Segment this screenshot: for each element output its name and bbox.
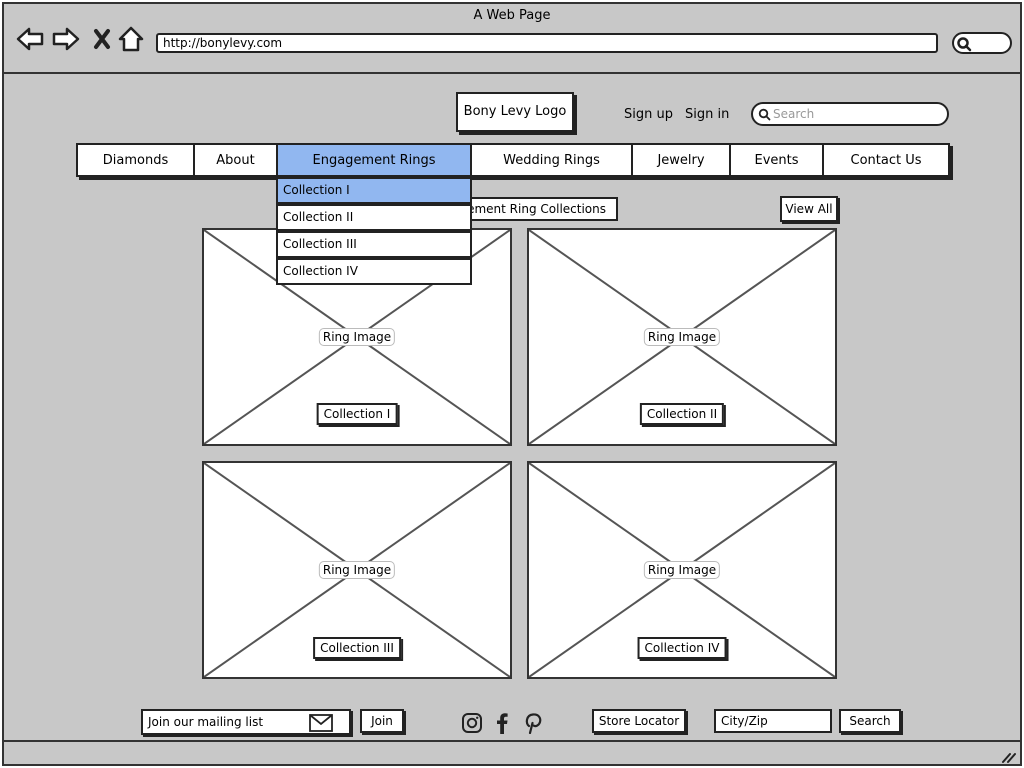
dropdown-item-collection-ii[interactable]: Collection II: [276, 204, 472, 231]
city-zip-input[interactable]: City/Zip: [714, 709, 832, 733]
site-search[interactable]: [751, 102, 949, 126]
join-button[interactable]: Join: [360, 709, 404, 733]
mailing-list-field[interactable]: Join our mailing list: [141, 709, 351, 735]
resize-grip-icon[interactable]: [1000, 750, 1016, 764]
collection-card[interactable]: Ring Image Collection II: [527, 228, 837, 446]
dropdown-item-collection-iii[interactable]: Collection III: [276, 231, 472, 258]
image-label: Ring Image: [318, 561, 396, 579]
image-label: Ring Image: [643, 561, 721, 579]
nav-diamonds[interactable]: Diamonds: [78, 145, 195, 175]
nav-about[interactable]: About: [195, 145, 278, 175]
search-icon: [957, 37, 972, 52]
sign-up-link[interactable]: Sign up: [624, 107, 673, 122]
window-title: A Web Page: [473, 8, 551, 23]
sign-in-link[interactable]: Sign in: [685, 107, 730, 122]
envelope-icon: [309, 714, 333, 732]
view-all-button[interactable]: View All: [780, 196, 838, 222]
search-input[interactable]: [773, 106, 943, 122]
collection-iii-button[interactable]: Collection III: [313, 637, 401, 659]
pinterest-icon[interactable]: [523, 712, 543, 734]
collection-i-button[interactable]: Collection I: [316, 403, 398, 425]
image-label: Ring Image: [318, 328, 396, 346]
instagram-icon[interactable]: [461, 712, 483, 734]
collection-card[interactable]: Ring Image Collection IV: [527, 461, 837, 679]
mailing-list-label: Join our mailing list: [148, 715, 264, 729]
main-nav: Diamonds About Engagement Rings Wedding …: [76, 143, 950, 177]
nav-engagement-rings[interactable]: Engagement Rings: [278, 145, 472, 175]
back-arrow-icon[interactable]: [16, 26, 44, 52]
home-icon[interactable]: [118, 26, 144, 52]
collection-iv-button[interactable]: Collection IV: [637, 637, 727, 659]
facebook-icon[interactable]: [494, 712, 510, 734]
nav-contact-us[interactable]: Contact Us: [850, 152, 922, 168]
url-bar[interactable]: http://bonylevy.com: [156, 33, 938, 53]
collection-ii-button[interactable]: Collection II: [639, 403, 725, 425]
store-locator-button[interactable]: Store Locator: [592, 709, 686, 733]
store-search-button[interactable]: Search: [839, 709, 901, 733]
site-logo[interactable]: Bony Levy Logo: [456, 92, 574, 132]
browser-search-field[interactable]: [952, 32, 1012, 54]
dropdown-item-collection-i[interactable]: Collection I: [276, 177, 472, 204]
close-x-icon[interactable]: [92, 26, 112, 52]
browser-titlebar: A Web Page http://bonylevy.com: [4, 4, 1020, 74]
search-icon: [758, 108, 771, 121]
forward-arrow-icon[interactable]: [52, 26, 80, 52]
nav-wedding-rings[interactable]: Wedding Rings: [472, 145, 633, 175]
image-label: Ring Image: [643, 328, 721, 346]
browser-statusbar: [4, 740, 1020, 764]
nav-events[interactable]: Events: [731, 145, 824, 175]
nav-jewelry[interactable]: Jewelry: [633, 145, 731, 175]
collection-card[interactable]: Ring Image Collection III: [202, 461, 512, 679]
dropdown-item-collection-iv[interactable]: Collection IV: [276, 258, 472, 285]
